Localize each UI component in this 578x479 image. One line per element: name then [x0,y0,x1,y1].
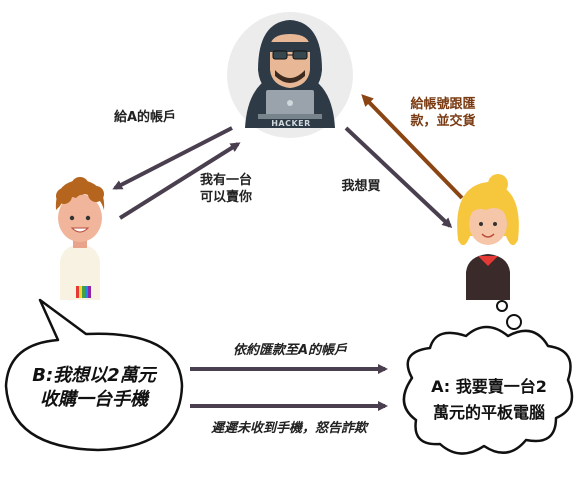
label-account-payment-line-2: 款，並交貨 [410,114,476,129]
seller-bubble-text: A: 我要賣一台2 萬元的平板電腦 [414,374,564,426]
arrow-hacker-to-buyer [112,126,233,190]
buyer-bubble-line-2: 收購一台手機 [40,389,148,410]
arrow-buyer-to-hacker [118,142,241,220]
arrow-seller-to-hacker [361,94,464,200]
arrow-hacker-to-seller [344,126,453,229]
buyer-icon [55,177,105,300]
label-account-payment-line-1: 給帳號跟匯 [410,97,476,112]
label-offer: 我有一台 可以賣你 [186,172,266,206]
hacker-caption: HACKER [271,119,311,128]
label-account-payment: 給帳號跟匯 款，並交貨 [398,96,488,130]
buyer-speech-bubble [4,298,184,452]
seller-thought-bubble [402,300,574,455]
label-seller-to-hacker: 我想買 [341,179,381,194]
seller-bubble-line-2: 萬元的平板電腦 [432,403,545,422]
buyer-bubble-text: B:我想以2萬元 收購一台手機 [12,364,176,412]
hacker-icon [227,12,353,138]
label-hacker-to-buyer: 給A的帳戶 [113,110,177,125]
seller-icon [457,174,519,300]
buyer-bubble-line-1: B:我想以2萬元 [32,365,156,386]
label-bottom-top: 依約匯款至A的帳戶 [232,343,348,358]
seller-bubble-line-1: A: 我要賣一台2 [431,377,547,396]
label-offer-line-2: 可以賣你 [199,190,252,205]
label-bottom-bottom: 遲遲未收到手機，怒告詐欺 [210,421,367,436]
label-offer-line-1: 我有一台 [199,173,252,188]
